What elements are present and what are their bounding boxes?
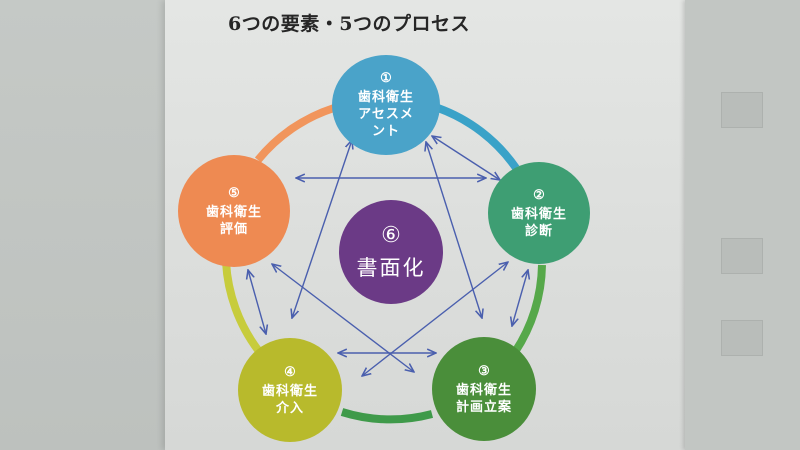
node-label-line: 歯科衛生 <box>205 204 262 220</box>
node-label-line: 歯科衛生 <box>455 382 512 398</box>
ring-segment-1-2 <box>436 104 520 171</box>
node-number: ③ <box>478 363 490 379</box>
ring-segment-2-3 <box>511 264 546 355</box>
ring-segment-5-1 <box>254 104 336 163</box>
node-planning: ③ 歯科衛生 計画立案 <box>432 337 536 441</box>
node-label-line: 歯科衛生 <box>510 206 567 222</box>
ring-segment-3-4 <box>340 408 434 424</box>
connection-arrows <box>248 136 528 376</box>
diagram-title: 6つの要素・5つのプロセス <box>228 13 470 35</box>
background-paper-left <box>0 0 175 450</box>
node-label-line: アセスメ <box>358 107 414 122</box>
node-number: ⑤ <box>228 185 240 201</box>
node-documentation-center: ⑥ 書面化 <box>339 200 443 304</box>
node-number: ② <box>533 187 545 203</box>
center-label: 書面化 <box>356 256 426 280</box>
node-label-line: 診断 <box>524 223 553 239</box>
node-label-line: 歯科衛生 <box>357 90 414 105</box>
node-number: ① <box>380 71 392 86</box>
background-paper-right <box>685 0 800 450</box>
node-label-line: 計画立案 <box>455 399 512 415</box>
node-intervention: ④ 歯科衛生 介入 <box>238 338 342 442</box>
node-label-line: 歯科衛生 <box>261 383 318 399</box>
process-ring <box>222 104 546 424</box>
node-evaluation: ⑤ 歯科衛生 評価 <box>178 155 290 267</box>
arrow-2-3 <box>512 270 528 326</box>
node-label-line: ント <box>371 124 400 139</box>
arrow-5-4 <box>248 270 266 334</box>
node-label-line: 介入 <box>275 400 304 416</box>
paper-edge-tab <box>721 238 763 274</box>
center-number: ⑥ <box>381 223 401 248</box>
ring-segment-4-5 <box>222 261 262 353</box>
node-number: ④ <box>284 364 296 380</box>
paper-edge-tab <box>721 92 763 128</box>
node-label-line: 評価 <box>219 221 248 237</box>
node-assessment: ① 歯科衛生 アセスメ ント <box>332 55 440 155</box>
paper-edge-tab <box>721 320 763 356</box>
node-diagnosis: ② 歯科衛生 診断 <box>488 162 590 264</box>
